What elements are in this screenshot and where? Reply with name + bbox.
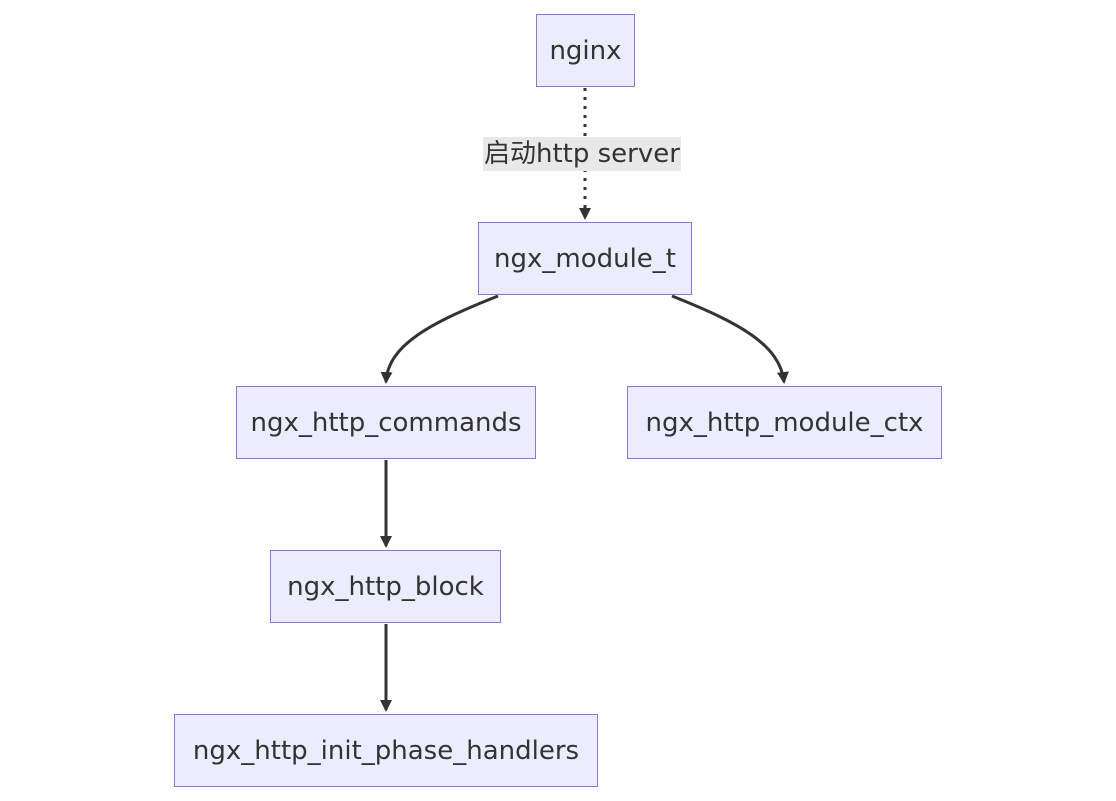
node-nginx-label: nginx	[549, 35, 622, 66]
node-ngx-http-commands-label: ngx_http_commands	[250, 407, 522, 438]
node-nginx: nginx	[536, 14, 635, 87]
edge-label-start-http-server: 启动http server	[483, 137, 681, 171]
edge-module-t-to-module-ctx	[671, 294, 789, 384]
node-ngx-module-t: ngx_module_t	[478, 222, 692, 295]
node-ngx-http-module-ctx: ngx_http_module_ctx	[627, 386, 942, 459]
node-ngx-http-block-label: ngx_http_block	[287, 571, 484, 602]
edge-module-t-to-commands	[380, 294, 499, 384]
node-ngx-http-init-phase-handlers: ngx_http_init_phase_handlers	[174, 714, 598, 787]
node-ngx-http-block: ngx_http_block	[270, 550, 501, 623]
node-ngx-http-commands: ngx_http_commands	[236, 386, 536, 459]
node-ngx-http-module-ctx-label: ngx_http_module_ctx	[645, 407, 924, 438]
node-ngx-http-init-phase-handlers-label: ngx_http_init_phase_handlers	[192, 735, 580, 766]
node-ngx-module-t-label: ngx_module_t	[494, 243, 676, 274]
